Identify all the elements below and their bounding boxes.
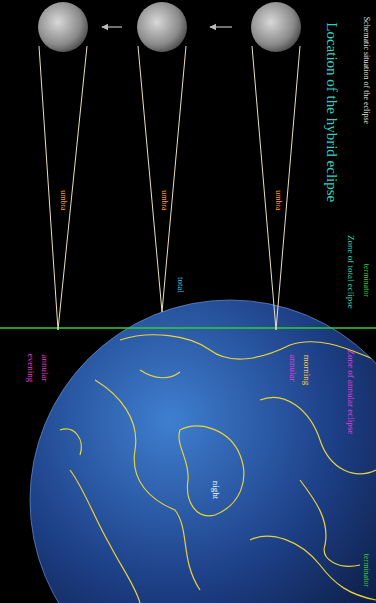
moon: [137, 2, 187, 52]
coastlines: [60, 335, 376, 603]
reference-line: [0, 327, 376, 329]
zone-marker: total: [175, 275, 185, 295]
umbra-cone: [39, 46, 300, 330]
moon: [251, 2, 301, 52]
zone-marker: annular: [39, 352, 49, 383]
diagram-title: Location of the hybrid eclipse: [324, 20, 341, 204]
motion-arrow: [210, 26, 232, 27]
region-label: night: [210, 479, 220, 502]
zone-marker: annular: [287, 352, 297, 383]
zone-label: Zone of annular eclipse: [345, 348, 355, 437]
moon: [38, 2, 88, 52]
zone-label: Zone of total eclipse: [345, 233, 355, 311]
umbra-label: umbra: [58, 188, 67, 212]
earth-globe: [30, 300, 376, 603]
time-label: evening: [25, 352, 35, 385]
umbra-label: umbra: [273, 188, 282, 212]
note-text: Schematic situation of the eclipse: [362, 14, 371, 126]
line-label: terminator: [362, 261, 371, 298]
time-label: morning: [301, 353, 311, 388]
line-label: terminator: [362, 551, 371, 588]
motion-arrow: [102, 26, 122, 27]
umbra-label: umbra: [159, 188, 168, 212]
